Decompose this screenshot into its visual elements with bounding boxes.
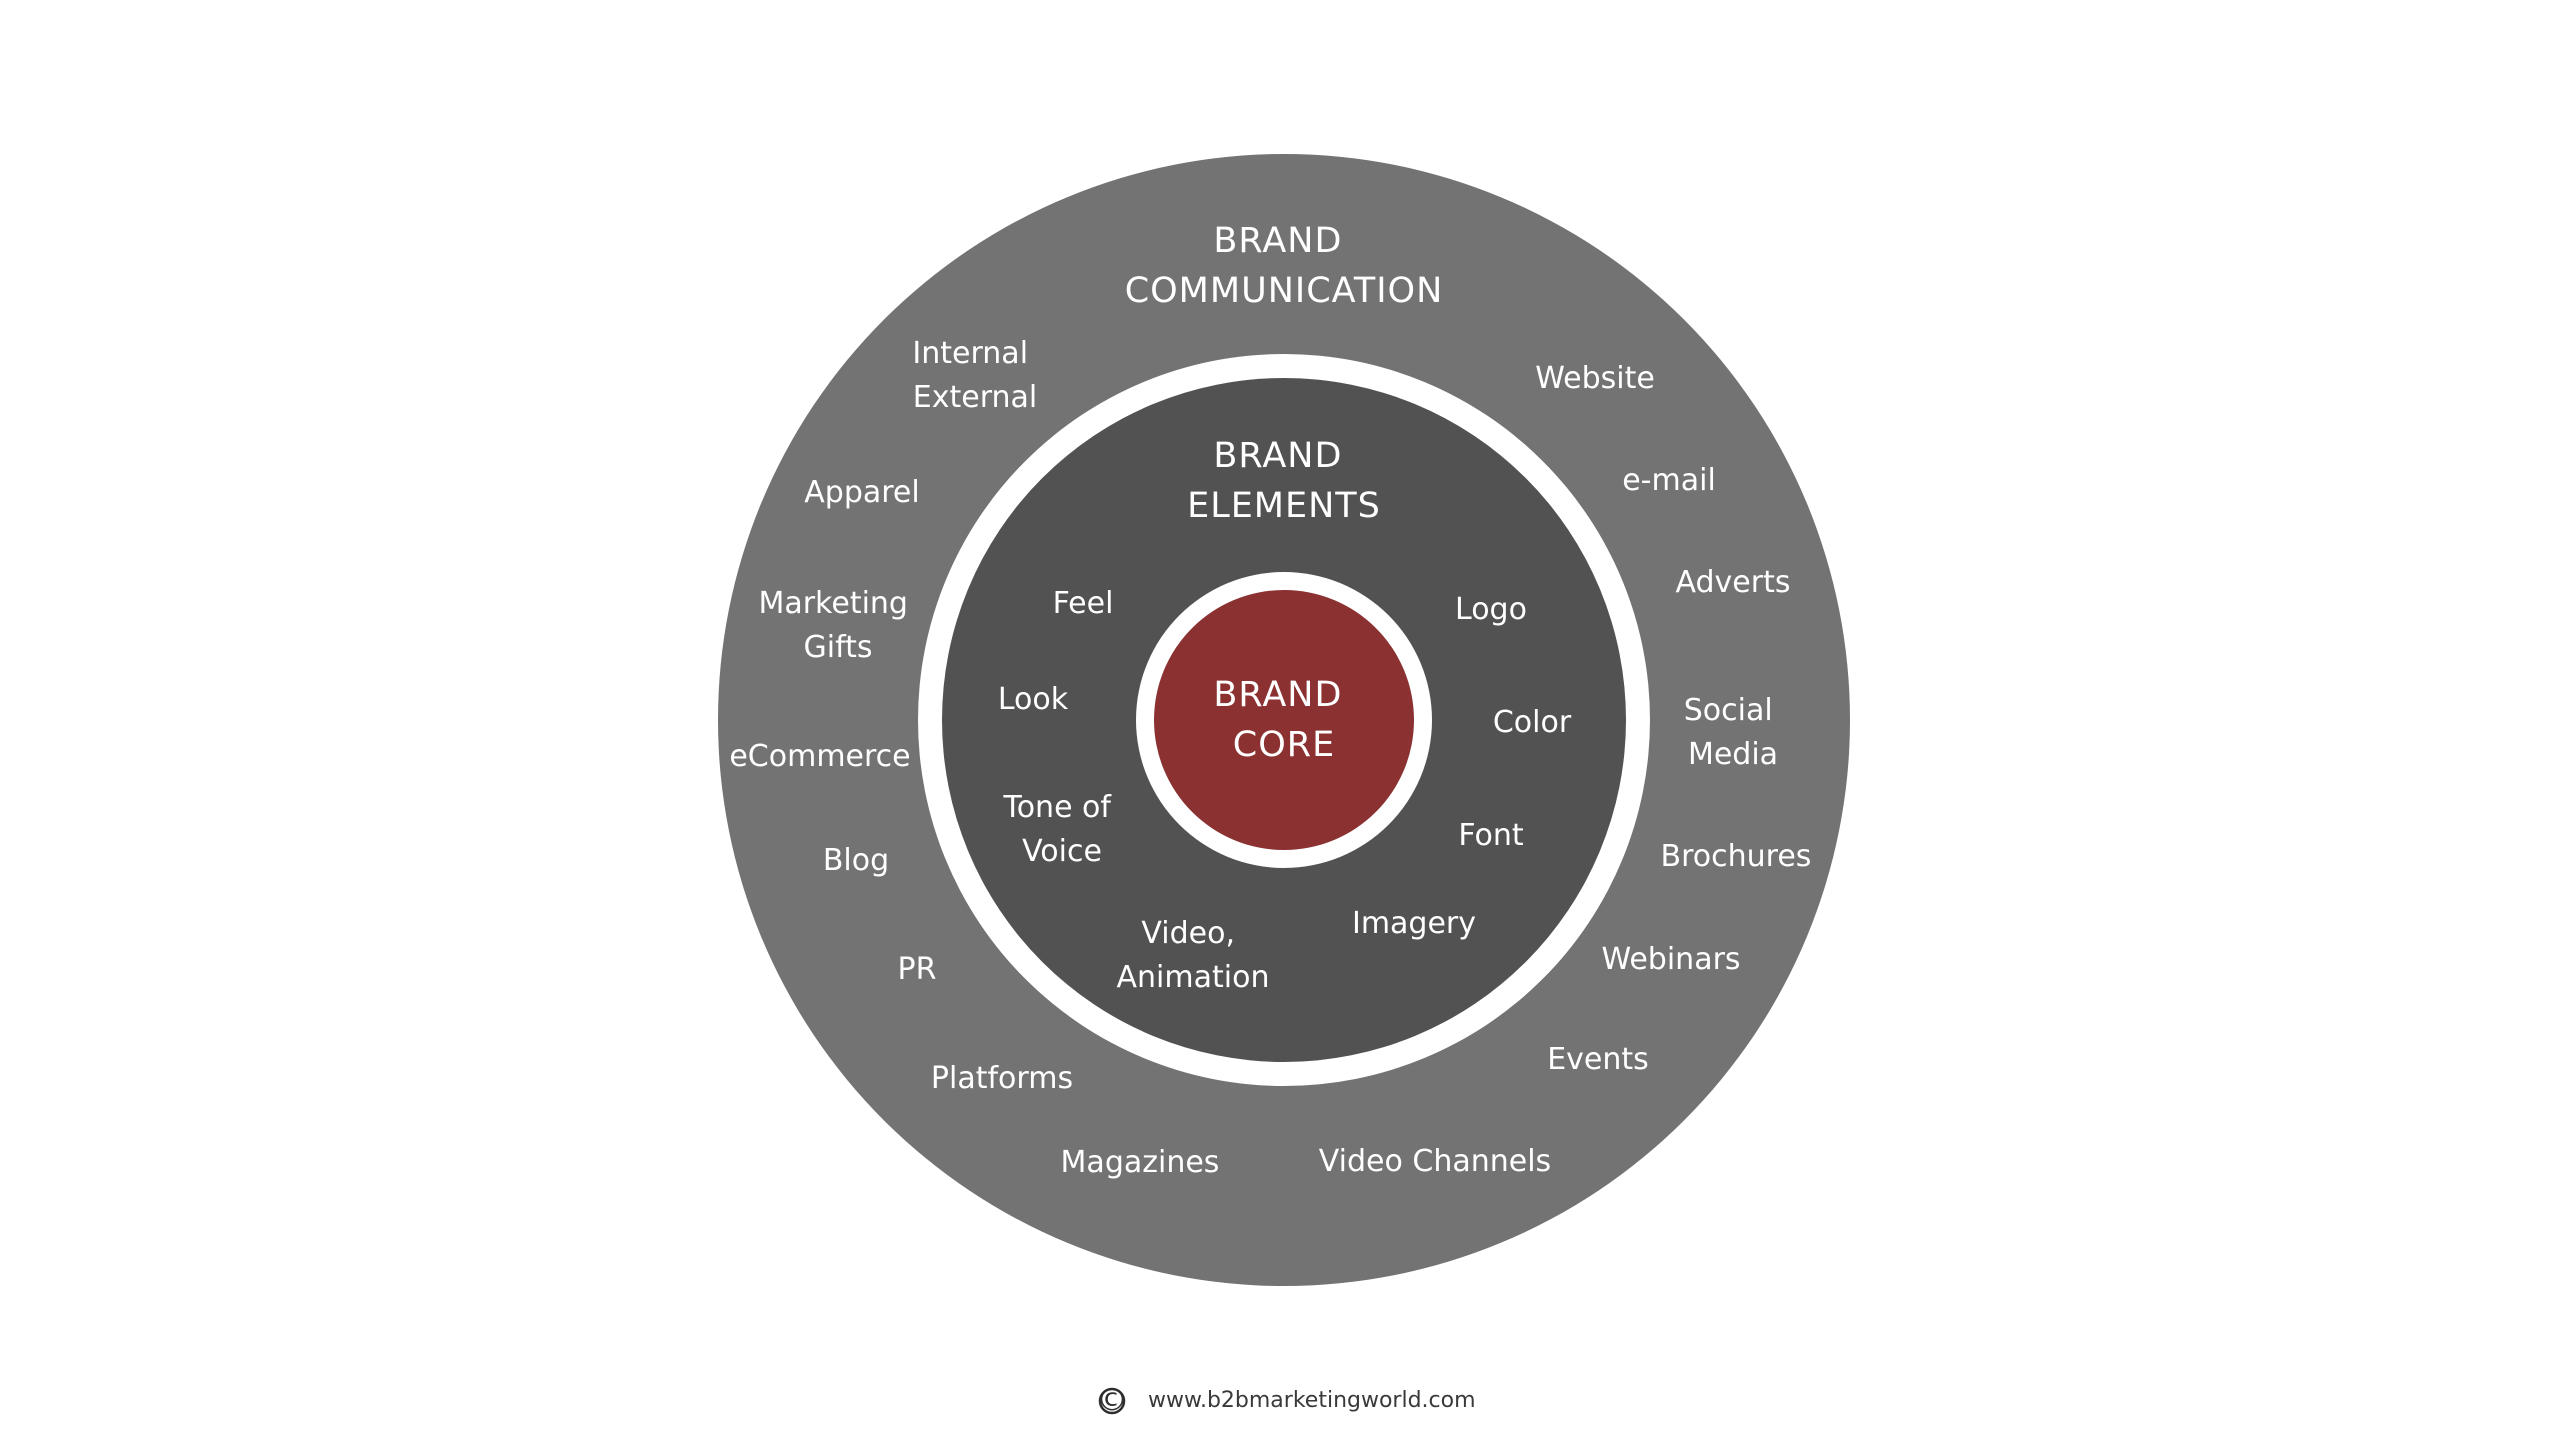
outer-label-line: e-mail bbox=[1622, 463, 1716, 498]
outer-label-adverts: Adverts bbox=[1676, 565, 1791, 600]
outer-label-brochures: Brochures bbox=[1661, 839, 1812, 874]
middle-label-line: Video, bbox=[1141, 916, 1235, 951]
outer-label-social-media: Social Media bbox=[1684, 693, 1783, 772]
outer-label-line: Brochures bbox=[1661, 839, 1812, 874]
outer-label-apparel: Apparel bbox=[804, 475, 919, 510]
footer-url: www.b2bmarketingworld.com bbox=[1148, 1388, 1476, 1413]
outer-label-line: Video Channels bbox=[1319, 1144, 1551, 1179]
outer-label-line: Blog bbox=[823, 843, 889, 878]
middle-label-video-animation: Video, Animation bbox=[1117, 916, 1270, 995]
outer-label-line: Platforms bbox=[931, 1061, 1073, 1096]
middle-title-line-1: BRAND bbox=[1213, 436, 1342, 476]
outer-label-magazines: Magazines bbox=[1061, 1145, 1220, 1180]
outer-label-line: Events bbox=[1547, 1042, 1649, 1077]
outer-title-line-1: BRAND bbox=[1213, 221, 1342, 261]
core-title: BRAND CORE bbox=[1213, 675, 1354, 765]
outer-label-blog: Blog bbox=[823, 843, 889, 878]
middle-label-line: Logo bbox=[1455, 592, 1527, 627]
core-title-line-2: CORE bbox=[1233, 725, 1335, 765]
outer-label-line: Social bbox=[1684, 693, 1773, 728]
outer-label-webinars: Webinars bbox=[1601, 942, 1740, 977]
middle-label-line: Color bbox=[1493, 705, 1572, 740]
middle-title-line-2: ELEMENTS bbox=[1187, 486, 1381, 526]
brand-core-circle bbox=[1154, 590, 1414, 850]
middle-label-imagery: Imagery bbox=[1352, 906, 1476, 941]
middle-label-look: Look bbox=[998, 682, 1069, 717]
outer-label-line: Marketing bbox=[758, 586, 908, 621]
middle-label-line: Imagery bbox=[1352, 906, 1476, 941]
outer-label-pr: PR bbox=[898, 952, 937, 987]
outer-label-marketing-gifts: Marketing Gifts bbox=[758, 586, 917, 665]
outer-label-line: PR bbox=[898, 952, 937, 987]
outer-title-line-2: COMMUNICATION bbox=[1125, 271, 1444, 311]
middle-label-line: Look bbox=[998, 682, 1069, 717]
core-title-line-1: BRAND bbox=[1213, 675, 1342, 715]
outer-label-line: Webinars bbox=[1601, 942, 1740, 977]
middle-label-line: Animation bbox=[1117, 960, 1270, 995]
outer-label-line: Gifts bbox=[803, 630, 872, 665]
middle-label-feel: Feel bbox=[1053, 586, 1114, 621]
outer-label-line: Apparel bbox=[804, 475, 919, 510]
middle-label-line: Voice bbox=[1022, 834, 1102, 869]
middle-label-line: Tone of bbox=[1002, 790, 1112, 825]
outer-title: BRAND COMMUNICATION bbox=[1125, 221, 1444, 311]
outer-label-ecommerce: eCommerce bbox=[729, 739, 910, 774]
middle-label-line: Font bbox=[1458, 818, 1524, 853]
copyright-icon: © bbox=[1097, 1383, 1128, 1419]
copyright-symbol: © bbox=[1097, 1383, 1128, 1419]
middle-label-logo: Logo bbox=[1455, 592, 1527, 627]
middle-label-font: Font bbox=[1458, 818, 1524, 853]
outer-label-platforms: Platforms bbox=[931, 1061, 1073, 1096]
middle-label-line: Feel bbox=[1053, 586, 1114, 621]
outer-label-website: Website bbox=[1535, 361, 1655, 396]
outer-label-line: External bbox=[913, 380, 1037, 415]
outer-label-video-channels: Video Channels bbox=[1319, 1144, 1551, 1179]
middle-title: BRAND ELEMENTS bbox=[1187, 436, 1381, 526]
outer-label-line: Website bbox=[1535, 361, 1655, 396]
outer-label-line: Media bbox=[1688, 737, 1778, 772]
outer-label-line: Internal bbox=[912, 336, 1028, 371]
middle-label-tone-of-voice: Tone of Voice bbox=[1002, 790, 1120, 869]
middle-label-color: Color bbox=[1493, 705, 1572, 740]
outer-label-line: eCommerce bbox=[729, 739, 910, 774]
outer-label-line: Magazines bbox=[1061, 1145, 1220, 1180]
outer-label-email: e-mail bbox=[1622, 463, 1716, 498]
outer-label-internal-external: Internal External bbox=[912, 336, 1037, 415]
outer-label-line: Adverts bbox=[1676, 565, 1791, 600]
outer-label-events: Events bbox=[1547, 1042, 1649, 1077]
